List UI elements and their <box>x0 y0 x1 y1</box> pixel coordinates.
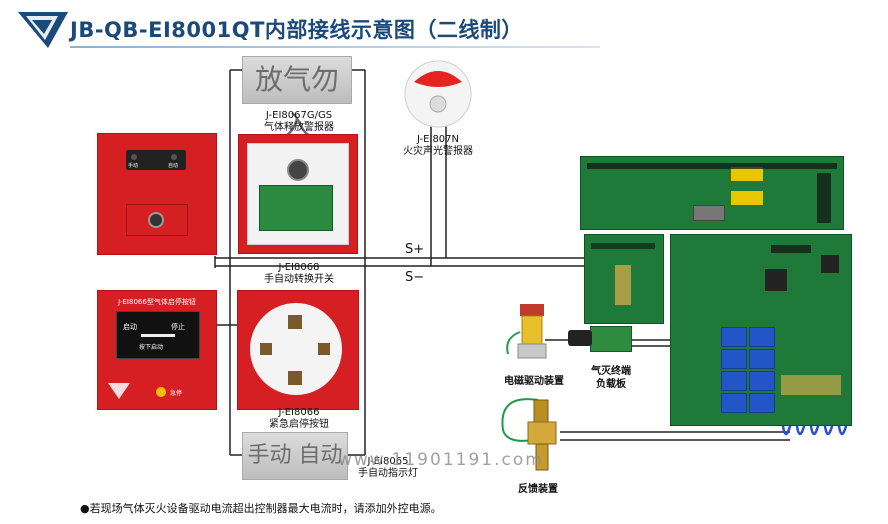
relay-4 <box>749 349 775 369</box>
load-board-label-line1: 气灭终端 <box>591 366 631 377</box>
siren-name-label: 火灾声光警报器 <box>403 146 473 157</box>
brand-logo-icon <box>108 383 130 399</box>
relay-2 <box>749 327 775 347</box>
solenoid-valve <box>506 304 547 359</box>
interface-board <box>584 234 664 324</box>
solenoid-label: 电磁驱动装置 <box>504 376 564 387</box>
page-title: JB-QB-EI8001QT内部接线示意图（二线制） <box>70 18 523 42</box>
main-control-board <box>670 234 852 426</box>
relay-7 <box>721 393 747 413</box>
manual-auto-panel: 手动 自动 <box>97 133 217 255</box>
indicator-name-label: 手自动指示灯 <box>358 468 418 479</box>
indicator-model-label: J-EI8065 <box>367 456 409 467</box>
stop-label: 停止 <box>171 323 185 331</box>
siren-model-label: J-EI807N <box>416 134 460 145</box>
button-box-title: J-EI8066型气体启停按钮 <box>118 298 196 306</box>
switch-model-label: J-EI8068 <box>278 262 320 273</box>
relay-1 <box>721 327 747 347</box>
panel-manual-label: 手动 <box>128 163 139 169</box>
fire-siren <box>404 60 472 128</box>
estop-button[interactable] <box>156 387 166 397</box>
load-board-label-line2: 负载板 <box>596 379 626 390</box>
emergency-stop-base <box>237 290 359 410</box>
relay-8 <box>749 393 775 413</box>
alarm-model-label: J-EI8067G/GS <box>265 110 333 121</box>
estop-label: 急停 <box>170 390 183 397</box>
start-label: 启动 <box>123 323 137 331</box>
alarm-name-label: 气体释放警报器 <box>264 122 334 133</box>
title-underline <box>70 46 600 48</box>
relay-6 <box>749 371 775 391</box>
gas-release-alarm <box>238 134 358 254</box>
panel-auto-label: 自动 <box>168 163 179 169</box>
watermark: www.11901191.com <box>338 450 544 470</box>
feedback-label: 反馈装置 <box>518 484 558 495</box>
gas-start-stop-button-box: J-EI8066型气体启停按钮 启动 停止 按下启动 急停 <box>97 290 217 410</box>
estop-model-label: J-EI8066 <box>278 407 320 418</box>
relay-3 <box>721 349 747 369</box>
feedback-device <box>527 399 557 471</box>
footnote: ●若现场气体灭火设备驱动电流超出控制器最大电流时，请添加外控电源。 <box>80 502 442 515</box>
bus-negative-label: S− <box>405 270 425 285</box>
manual-auto-indicator-lamp: 手动 自动 <box>242 432 348 480</box>
key-switch-icon[interactable] <box>148 212 164 228</box>
press-start-label: 按下启动 <box>139 344 164 351</box>
header-logo-tab <box>18 12 68 48</box>
control-board-top <box>580 156 844 230</box>
estop-name-label: 紧急启停按钮 <box>269 419 329 430</box>
switch-name-label: 手自动转换开关 <box>264 274 334 285</box>
bus-positive-label: S+ <box>405 242 425 257</box>
relay-5 <box>721 371 747 391</box>
load-board <box>590 326 632 352</box>
gas-release-lamp: 放气勿入 <box>242 56 352 142</box>
